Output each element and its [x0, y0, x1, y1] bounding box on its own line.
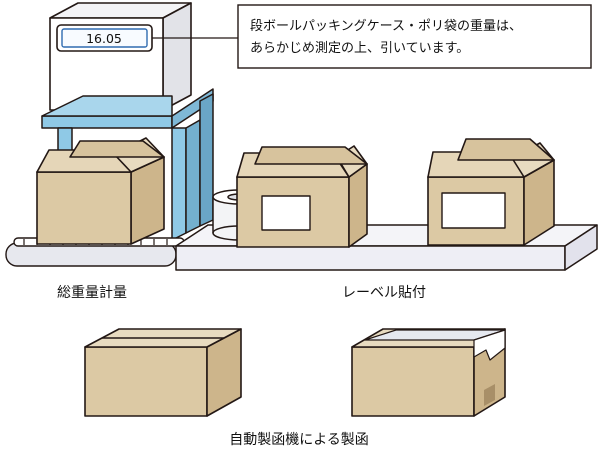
weight-note-callout: 段ボールパッキングケース・ポリ袋の重量は、 あらかじめ測定の上、引いています。: [237, 4, 592, 69]
scale-reading: 16.05: [86, 31, 122, 46]
caption-weighing: 総重量計量: [57, 285, 127, 301]
box-on-scale: [36, 137, 165, 245]
sealed-box-taped: [351, 328, 506, 417]
scale-housing: [49, 2, 192, 111]
callout-line-1: 段ボールパッキングケース・ポリ袋の重量は、: [250, 18, 522, 34]
labeled-box: [427, 138, 555, 246]
box-being-labeled: [236, 145, 368, 248]
caption-sealing: 自動製函機による製函: [229, 432, 369, 448]
callout-line-2: あらかじめ測定の上、引いています。: [250, 41, 469, 56]
sealed-box-plain: [84, 328, 242, 417]
scale-display: 16.05: [56, 24, 153, 52]
caption-labeling: レーベル貼付: [342, 285, 426, 301]
